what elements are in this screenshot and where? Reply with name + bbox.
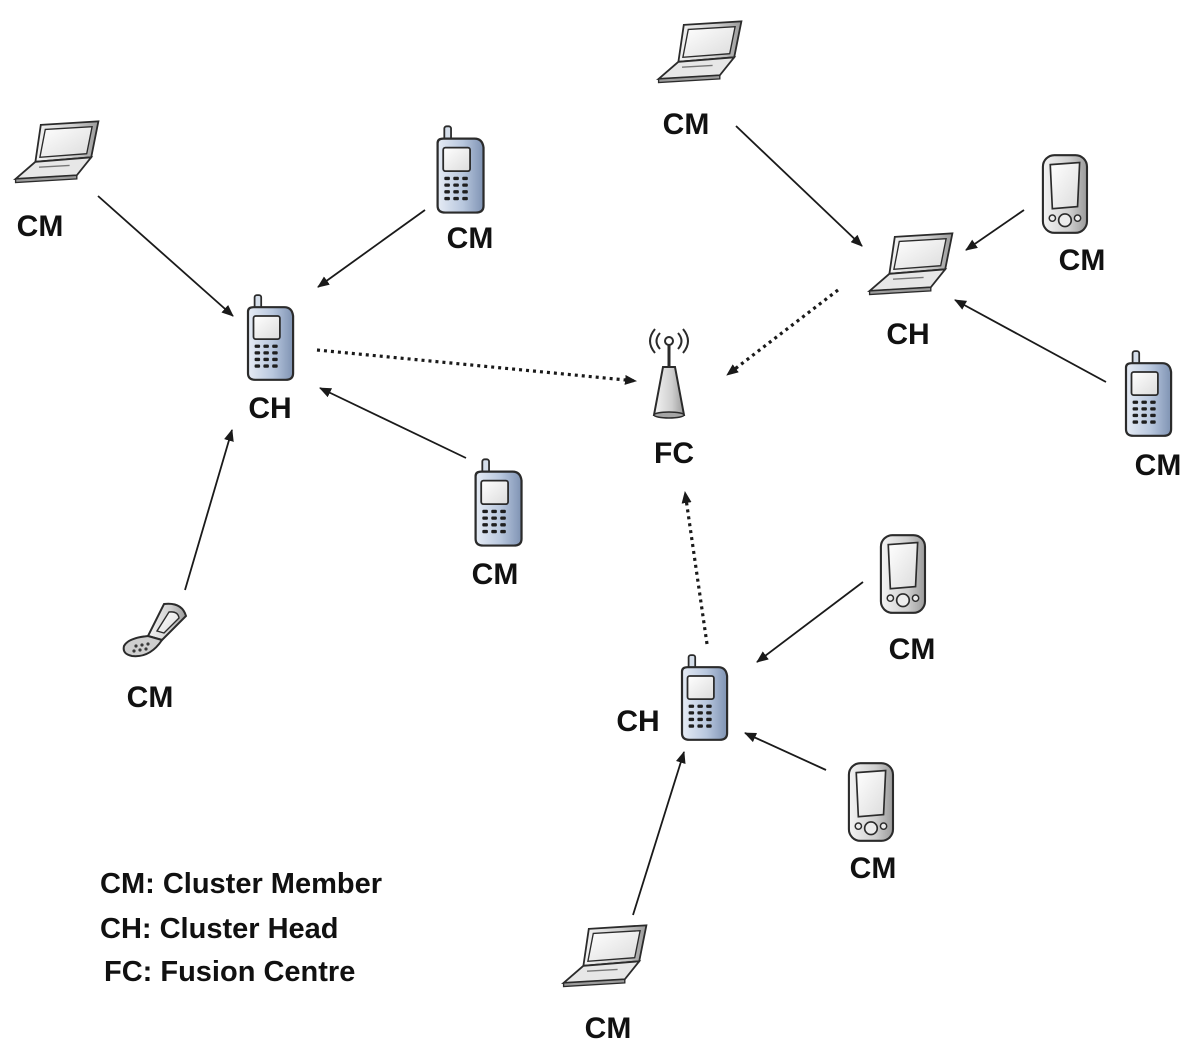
cellphone-icon [246,294,295,381]
node-label: CM [889,633,936,666]
link-cm-phone-top-to-ch-left [317,209,426,288]
link-ch-left-to-fc [316,348,637,385]
node-ch-left: CH [246,294,295,425]
link-cm-laptop-to-ch-left [97,195,234,317]
laptop-icon [562,924,648,988]
node-label: CM [1059,244,1106,277]
node-cm-pda-top-right: CM [1041,154,1106,277]
node-label: CM [447,222,494,255]
node-label: CH [886,318,929,351]
node-cm-pda-bottom-right: CM [847,762,897,885]
link-cm-flip-to-ch-left [184,429,234,591]
node-label: CM [850,852,897,885]
link-cm-pda-top-to-ch-bottom [756,581,864,663]
node-fc: FC [648,327,694,470]
antenna-tower-icon [648,327,690,420]
cellphone-icon [1124,350,1173,437]
node-cm-laptop-bottom: CM [562,924,648,1041]
node-cm-flip-phone: CM [122,602,187,714]
node-ch-right: CH [868,232,954,351]
node-cm-phone-middle: CM [472,458,523,591]
node-label: CM [127,681,174,714]
link-cm-pda-to-ch-right [965,209,1025,251]
laptop-icon [868,232,954,296]
node-label: CM [472,558,519,591]
node-label: CH [616,705,659,738]
node-cm-phone-right: CM [1124,350,1182,482]
legend-item-fc: FC: Fusion Centre [104,956,355,988]
legend-item-ch: CH: Cluster Head [100,913,339,945]
node-cm-laptop-top-right: CM [657,20,743,141]
node-label: CM [1135,449,1182,482]
cellphone-icon [680,654,729,741]
laptop-icon [657,20,743,84]
laptop-icon [14,120,100,184]
pda-icon [847,762,895,842]
link-cm-phone-to-ch-right [954,299,1107,383]
pda-icon [879,534,927,614]
node-ch-bottom: CH [616,654,729,741]
node-cm-phone-top: CM [436,125,494,255]
link-cm-laptop-to-ch-bottom [632,751,686,916]
node-cm-pda-middle-right: CM [879,534,936,666]
node-label: CM [585,1012,632,1041]
link-ch-bottom-to-fc [681,491,709,645]
legend-item-cm: CM: Cluster Member [100,868,382,900]
pda-icon [1041,154,1089,234]
cellphone-icon [436,125,485,214]
cellphone-icon [474,458,523,547]
node-cm-laptop-top-left: CM [14,120,100,243]
link-cm-phone-right-to-ch-left [319,387,467,459]
link-ch-right-to-fc [726,288,839,377]
node-label: CM [663,108,710,141]
links [97,125,1107,916]
node-label: FC [654,437,694,470]
link-cm-pda-bottom-to-ch-bottom [744,732,827,771]
node-label: CH [248,392,291,425]
link-cm-laptop-to-ch-right [735,125,863,247]
flip-phone-icon [122,602,187,658]
legend: CM: Cluster Member CH: Cluster Head FC: … [100,868,382,988]
node-label: CM [17,210,64,243]
